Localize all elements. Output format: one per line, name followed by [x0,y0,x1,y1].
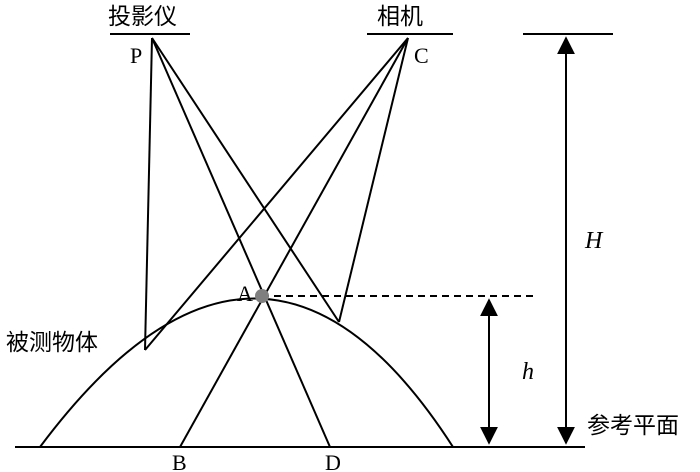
total-height-label: H [584,228,604,254]
camera-ray-right [338,37,409,323]
object-label: 被测物体 [6,330,98,356]
projector-ray-through-a [151,37,331,448]
point-a-marker [255,289,269,303]
reference-plane-label: 参考平面 [587,413,679,439]
point-a-label: A [237,281,253,306]
object-height-label: h [522,359,534,385]
camera-ray-through-a [179,37,409,448]
object-profile-curve [39,297,454,448]
projector-ray-right [151,37,340,323]
camera-ray-left [144,37,409,351]
camera-label: 相机 [377,4,423,30]
point-b-label: B [172,450,187,472]
point-p-label: P [130,43,142,68]
point-c-label: C [414,43,429,68]
projector-ray-left [144,37,153,351]
projector-label: 投影仪 [108,4,177,30]
point-d-label: D [325,450,341,472]
